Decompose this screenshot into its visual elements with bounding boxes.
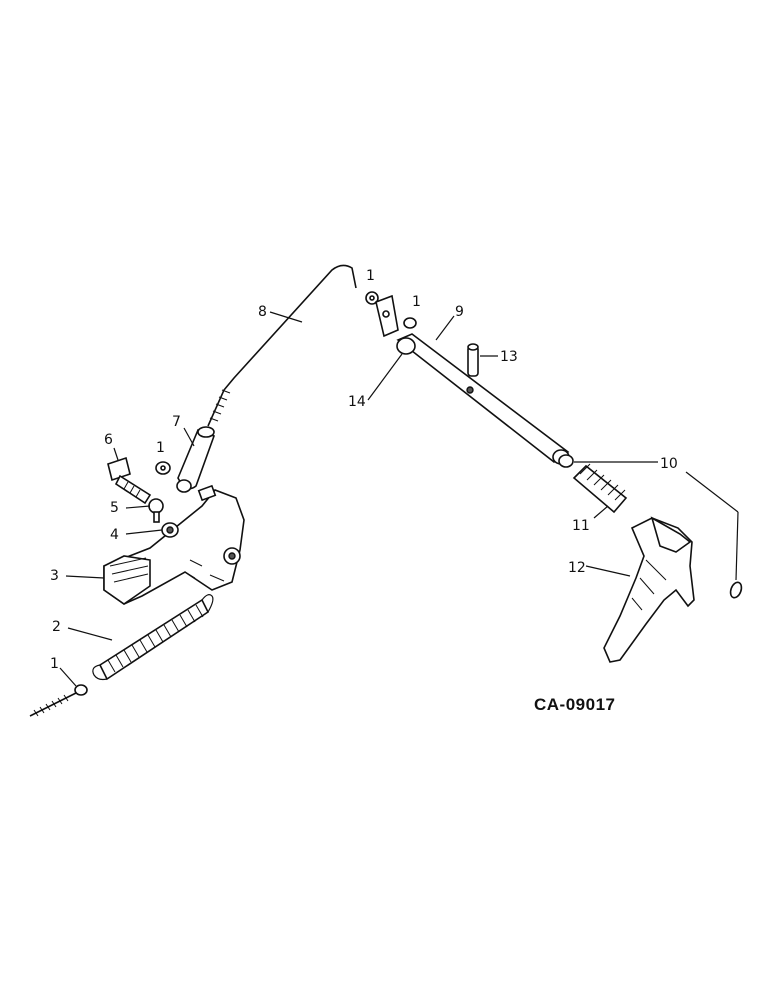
leader-10c [735, 511, 739, 581]
callout-14: 14 [348, 394, 366, 410]
leader-12 [585, 565, 631, 577]
callout-12: 12 [568, 560, 586, 576]
callout-1-washer-top: 1 [366, 268, 375, 284]
callout-4: 4 [110, 527, 119, 543]
shift-fork-part [603, 516, 695, 663]
tension-spring-part [92, 594, 214, 681]
drawing-code: CA-09017 [534, 695, 616, 714]
pin-part [467, 343, 479, 377]
callout-2: 2 [52, 619, 61, 635]
leader-4 [125, 529, 163, 535]
callout-7: 7 [172, 414, 181, 430]
leader-8 [269, 311, 303, 323]
leader-10b [685, 471, 739, 513]
pedal-lever-part [103, 484, 245, 605]
leader-1 [59, 667, 77, 687]
compression-spring-part [572, 463, 628, 514]
leader-2 [67, 627, 113, 641]
callout-1-shaft-top: 1 [412, 294, 421, 310]
control-rod-part [207, 264, 357, 427]
callout-8: 8 [258, 304, 267, 320]
leader-3 [65, 575, 105, 579]
callout-1-washer-left: 1 [156, 440, 165, 456]
callout-3: 3 [50, 568, 59, 584]
callout-13: 13 [500, 349, 518, 365]
leader-9 [435, 315, 455, 341]
leader-7 [183, 427, 195, 447]
nut-part [161, 522, 179, 538]
leader-lines [59, 311, 739, 687]
washer-part-left [155, 461, 171, 475]
eye-bolt-part [29, 684, 88, 717]
clevis-part [176, 426, 216, 493]
leader-5 [125, 505, 151, 509]
leader-6 [113, 447, 119, 461]
callout-10: 10 [660, 456, 678, 472]
o-ring-part [558, 454, 743, 599]
callout-5: 5 [110, 500, 119, 516]
shifter-shaft-part [375, 294, 570, 465]
callout-11: 11 [572, 518, 590, 534]
ball-stud-part [148, 498, 164, 523]
washer-part-top [365, 291, 379, 305]
callout-9: 9 [455, 304, 464, 320]
callout-6: 6 [104, 432, 113, 448]
callout-labels: 1 2 3 4 5 6 7 8 9 10 11 12 13 14 1 1 1 [50, 268, 678, 672]
bolt-part [107, 456, 152, 505]
leader-14 [367, 353, 403, 401]
callout-1: 1 [50, 656, 59, 672]
leader-11 [593, 505, 609, 519]
